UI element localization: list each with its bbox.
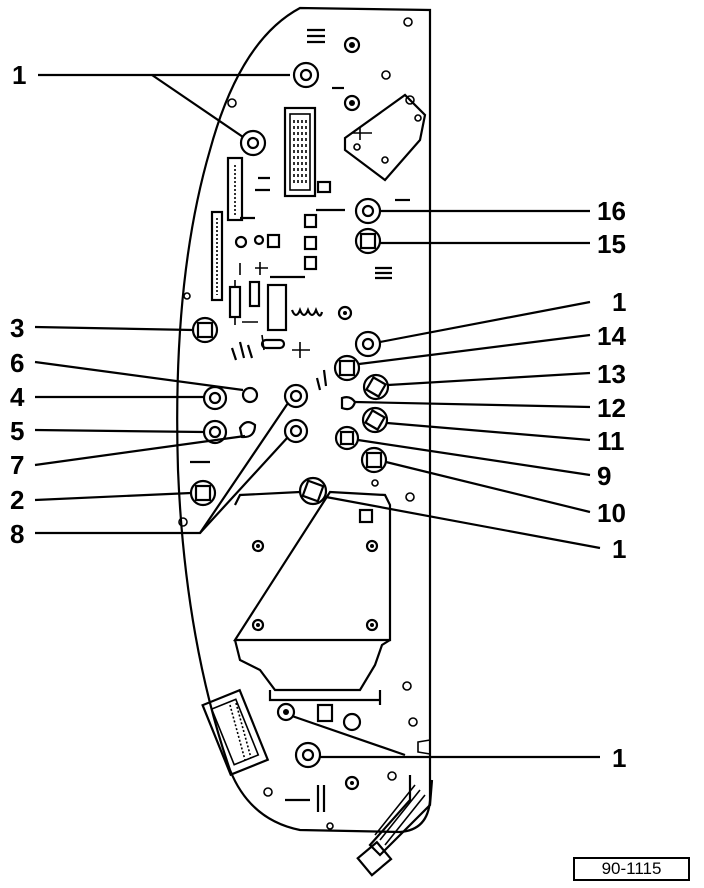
callout-4: 4	[10, 382, 25, 412]
callout-1-right-middle: 1	[612, 534, 626, 564]
callout-15: 15	[597, 229, 626, 259]
callout-5: 5	[10, 416, 24, 446]
callout-2: 2	[10, 485, 24, 515]
central-housing	[232, 490, 412, 705]
callout-14: 14	[597, 321, 626, 351]
callout-3: 3	[10, 313, 24, 343]
callout-10: 10	[597, 498, 626, 528]
callout-6: 6	[10, 348, 24, 378]
callout-1-bottom: 1	[612, 743, 626, 773]
callout-16: 16	[597, 196, 626, 226]
callout-labels: 1 16 15 1 3 14 6 13 4 12 5 11 7 9 2 10 8…	[10, 60, 626, 773]
callout-7: 7	[10, 450, 24, 480]
callout-1-right-upper: 1	[612, 287, 626, 317]
top-components	[210, 17, 427, 391]
callout-13: 13	[597, 359, 626, 389]
right-column-parts	[333, 197, 415, 502]
board-outline	[176, 6, 432, 834]
callout-8: 8	[10, 519, 24, 549]
callout-9: 9	[597, 461, 611, 491]
bottom-components	[201, 688, 418, 830]
left-column-parts	[178, 292, 328, 527]
callout-12: 12	[597, 393, 626, 423]
figure-reference-number: 90-1115	[573, 857, 690, 881]
callout-11: 11	[597, 426, 625, 456]
callout-1-top: 1	[12, 60, 26, 90]
ribbon-cable	[356, 775, 434, 877]
leader-lines	[34, 73, 601, 759]
